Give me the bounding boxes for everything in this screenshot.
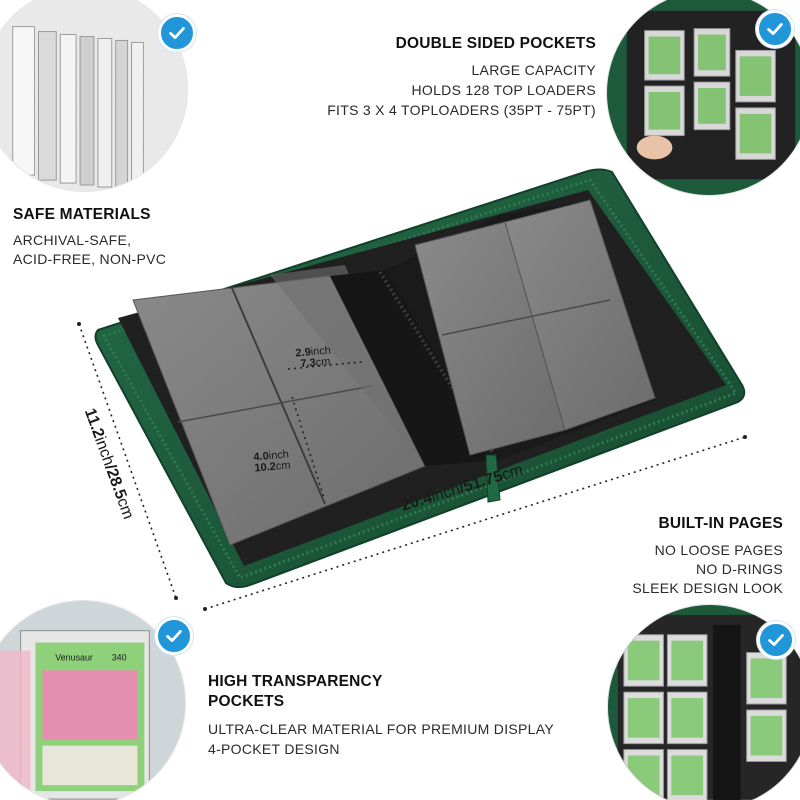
check-icon — [155, 617, 193, 655]
high-transparency-line-2: 4-POCKET DESIGN — [208, 741, 340, 757]
pocket-height-label: 4.0inch 10.2cm — [253, 449, 291, 475]
built-in-pages-photo — [607, 604, 800, 800]
double-sided-line-2: HOLDS 128 TOP LOADERS — [411, 82, 596, 98]
pocket-height-cm: 10.2 — [253, 460, 277, 475]
card-closeup-photo: Venusaur 340 — [0, 600, 186, 800]
built-in-pages-title: BUILT-IN PAGES — [658, 515, 783, 532]
pocket-width-cm-unit: cm — [315, 355, 331, 369]
pocket-pages-photo — [0, 0, 188, 192]
safe-materials-line-1: ARCHIVAL-SAFE, — [13, 232, 132, 248]
pocket-width-cm: 7.3 — [299, 356, 317, 371]
pocket-width-label: 2.9inch 7.3cm — [295, 344, 332, 371]
built-in-pages-line-1: NO LOOSE PAGES — [654, 542, 783, 558]
pocket-height-cm-unit: cm — [275, 459, 291, 473]
built-in-pages-line-3: SLEEK DESIGN LOOK — [632, 580, 783, 596]
svg-text:340: 340 — [112, 652, 127, 662]
high-transparency-title-2: POCKETS — [208, 693, 285, 710]
check-icon — [158, 14, 196, 52]
double-sided-title: DOUBLE SIDED POCKETS — [395, 35, 596, 52]
check-icon — [756, 10, 794, 48]
double-sided-line-3: FITS 3 X 4 TOPLOADERS (35PT - 75PT) — [327, 102, 596, 118]
high-transparency-title-1: HIGH TRANSPARENCY — [208, 673, 383, 690]
safe-materials-title: SAFE MATERIALS — [13, 206, 151, 223]
safe-materials-line-2: ACID-FREE, NON-PVC — [13, 251, 167, 267]
check-icon — [757, 621, 795, 659]
high-transparency-line-1: ULTRA-CLEAR MATERIAL FOR PREMIUM DISPLAY — [208, 721, 554, 737]
svg-text:Venusaur: Venusaur — [55, 652, 93, 662]
double-sided-line-1: LARGE CAPACITY — [471, 62, 596, 78]
built-in-pages-line-2: NO D-RINGS — [696, 561, 783, 577]
